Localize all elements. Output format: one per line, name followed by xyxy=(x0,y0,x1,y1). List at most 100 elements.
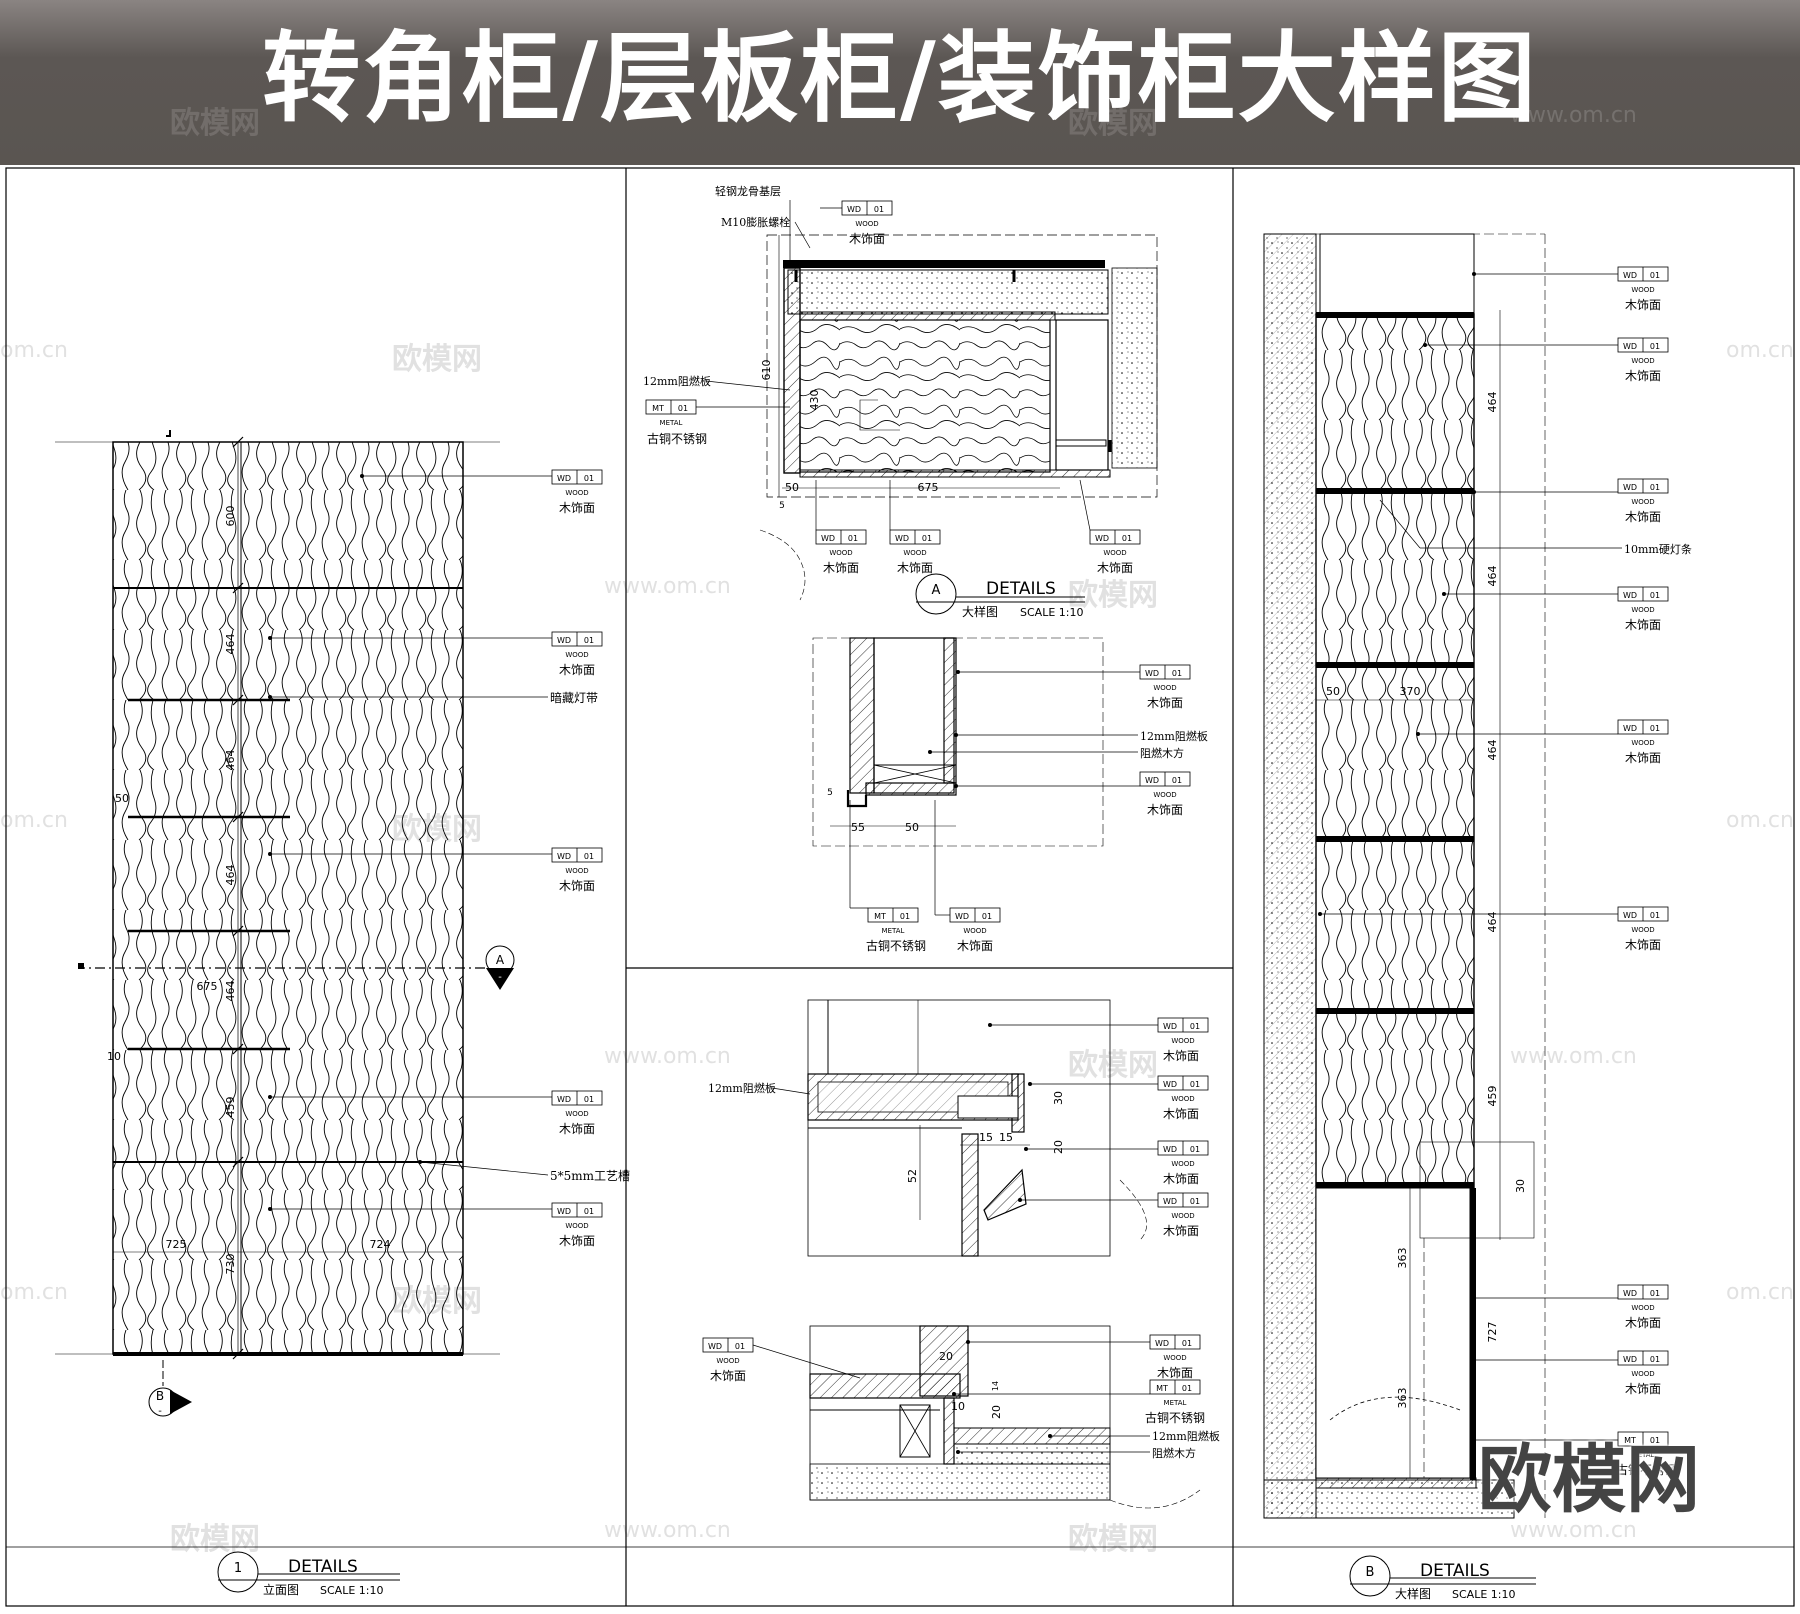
svg-text:WD: WD xyxy=(557,1207,571,1216)
title-banner: 转角柜/层板柜/装饰柜大样图 xyxy=(0,0,1800,165)
callout-wood: WD 01 WOOD 木饰面 xyxy=(268,1202,603,1248)
svg-text:木饰面: 木饰面 xyxy=(1147,696,1183,710)
svg-text:阻燃木方: 阻燃木方 xyxy=(1152,1446,1196,1460)
svg-text:01: 01 xyxy=(584,1207,594,1216)
svg-text:木饰面: 木饰面 xyxy=(1163,1049,1199,1063)
svg-text:WD: WD xyxy=(557,636,571,645)
svg-text:MT: MT xyxy=(652,404,664,413)
detail-title-a: A DETAILS 大样图 SCALE 1:10 xyxy=(915,573,1085,619)
svg-text:12mm阻燃板: 12mm阻燃板 xyxy=(708,1081,776,1095)
svg-text:20: 20 xyxy=(939,1350,953,1363)
svg-text:WD: WD xyxy=(1095,534,1109,543)
svg-text:WOOD: WOOD xyxy=(565,489,588,497)
svg-text:WOOD: WOOD xyxy=(1631,606,1654,614)
svg-text:01: 01 xyxy=(584,474,594,483)
callout-wood: WD 01 WOOD 木饰面 xyxy=(360,469,603,515)
svg-text:A: A xyxy=(932,583,941,598)
section-mark-dash: - xyxy=(158,1406,162,1417)
svg-text:12mm阻燃板: 12mm阻燃板 xyxy=(643,374,711,388)
svg-text:01: 01 xyxy=(735,1342,745,1351)
detail-a-enlarged: 55 50 5 xyxy=(812,637,1104,847)
svg-text:01: 01 xyxy=(1122,534,1132,543)
watermark-site: om.cn xyxy=(1726,808,1794,833)
svg-text:木饰面: 木饰面 xyxy=(1625,369,1661,383)
svg-text:木饰面: 木饰面 xyxy=(559,879,595,893)
svg-text:SCALE 1:10: SCALE 1:10 xyxy=(320,1584,383,1597)
svg-text:木饰面: 木饰面 xyxy=(897,561,933,575)
svg-text:10mm硬灯条: 10mm硬灯条 xyxy=(1624,542,1692,556)
note-fire-board: 12mm阻燃板 xyxy=(1048,1429,1220,1443)
detail-title-1: 1 DETAILS 立面图 SCALE 1:10 xyxy=(217,1551,400,1597)
svg-text:木饰面: 木饰面 xyxy=(1625,298,1661,312)
svg-text:WOOD: WOOD xyxy=(1171,1160,1194,1168)
svg-text:DETAILS: DETAILS xyxy=(986,579,1056,599)
svg-text:WD: WD xyxy=(1623,271,1637,280)
dimension: 675 xyxy=(197,980,218,993)
svg-text:暗藏灯带: 暗藏灯带 xyxy=(550,690,598,705)
callout-wood: WD 01 WOOD 木饰面 xyxy=(988,1017,1209,1063)
svg-text:WD: WD xyxy=(708,1342,722,1351)
svg-text:WD: WD xyxy=(1623,1289,1637,1298)
svg-text:01: 01 xyxy=(848,534,858,543)
wood-panel xyxy=(112,441,464,1355)
svg-text:WOOD: WOOD xyxy=(1103,549,1126,557)
svg-text:01: 01 xyxy=(584,1095,594,1104)
svg-text:01: 01 xyxy=(1190,1080,1200,1089)
section-mark-dash: - xyxy=(498,972,502,983)
dimension: 725 xyxy=(166,1238,187,1251)
svg-text:古铜不锈钢: 古铜不锈钢 xyxy=(866,938,926,953)
svg-text:01: 01 xyxy=(1182,1384,1192,1393)
callout-metal: MT 01 METAL 古铜不锈钢 xyxy=(1472,1431,1676,1477)
svg-text:WOOD: WOOD xyxy=(1631,286,1654,294)
svg-text:5: 5 xyxy=(779,501,785,511)
dimension: 10 xyxy=(107,1050,121,1063)
svg-text:01: 01 xyxy=(1172,776,1182,785)
svg-text:363: 363 xyxy=(1396,1248,1409,1269)
svg-text:WOOD: WOOD xyxy=(1153,791,1176,799)
watermark-site: om.cn xyxy=(0,338,68,363)
svg-text:木饰面: 木饰面 xyxy=(849,232,885,246)
svg-text:WOOD: WOOD xyxy=(1631,1370,1654,1378)
svg-text:727: 727 xyxy=(1486,1322,1499,1343)
detail-b-section: 464 464 464 464 459 30 727 363 363 370 5… xyxy=(1263,233,1546,1519)
svg-text:木饰面: 木饰面 xyxy=(1097,561,1133,575)
dimension: 464 xyxy=(224,865,237,886)
svg-text:WOOD: WOOD xyxy=(1631,357,1654,365)
svg-text:01: 01 xyxy=(678,404,688,413)
svg-text:01: 01 xyxy=(1172,669,1182,678)
svg-text:MT: MT xyxy=(874,912,886,921)
svg-text:01: 01 xyxy=(1650,591,1660,600)
svg-text:WD: WD xyxy=(1623,483,1637,492)
svg-text:WOOD: WOOD xyxy=(565,867,588,875)
drawing-title: 转角柜/层板柜/装饰柜大样图 xyxy=(262,22,1538,136)
svg-text:WOOD: WOOD xyxy=(1171,1037,1194,1045)
svg-text:古铜不锈钢: 古铜不锈钢 xyxy=(647,431,707,446)
note-light-strip: 10mm硬灯条 xyxy=(1379,499,1692,556)
svg-text:SCALE 1:10: SCALE 1:10 xyxy=(1020,606,1083,619)
svg-text:MT: MT xyxy=(1624,1436,1636,1445)
callout-wood: WD 01 WOOD 木饰面 xyxy=(1028,1075,1209,1121)
svg-text:木饰面: 木饰面 xyxy=(1147,803,1183,817)
callout-wood: WD 01 WOOD 木饰面 xyxy=(1416,719,1669,765)
svg-text:METAL: METAL xyxy=(882,927,905,935)
callout-wood: WD 01 WOOD 木饰面 xyxy=(956,664,1191,710)
svg-text:DETAILS: DETAILS xyxy=(288,1557,358,1577)
svg-text:01: 01 xyxy=(1182,1339,1192,1348)
callout-wood: WD 01 WOOD 木饰面 xyxy=(889,480,941,575)
watermark-brand: 欧模网 xyxy=(170,106,260,141)
svg-text:SCALE 1:10: SCALE 1:10 xyxy=(1452,1588,1515,1601)
svg-text:M10膨胀螺栓: M10膨胀螺栓 xyxy=(721,215,790,229)
watermark-brand: 欧模网 xyxy=(170,1522,260,1557)
callout-wood: WD 01 WOOD 木饰面 xyxy=(934,800,1001,953)
section-mark-a: A xyxy=(496,953,505,967)
note-hidden-light: 暗藏灯带 xyxy=(268,690,598,705)
watermark-site: www.om.cn xyxy=(1510,1044,1637,1069)
svg-text:01: 01 xyxy=(874,205,884,214)
dimension: 600 xyxy=(224,506,237,527)
svg-text:WD: WD xyxy=(1623,591,1637,600)
svg-text:14: 14 xyxy=(991,1381,1000,1391)
svg-text:B: B xyxy=(1366,1565,1375,1580)
callout-wood: WD 01 WOOD 木饰面 xyxy=(820,200,893,246)
watermark-site: om.cn xyxy=(1726,338,1794,363)
